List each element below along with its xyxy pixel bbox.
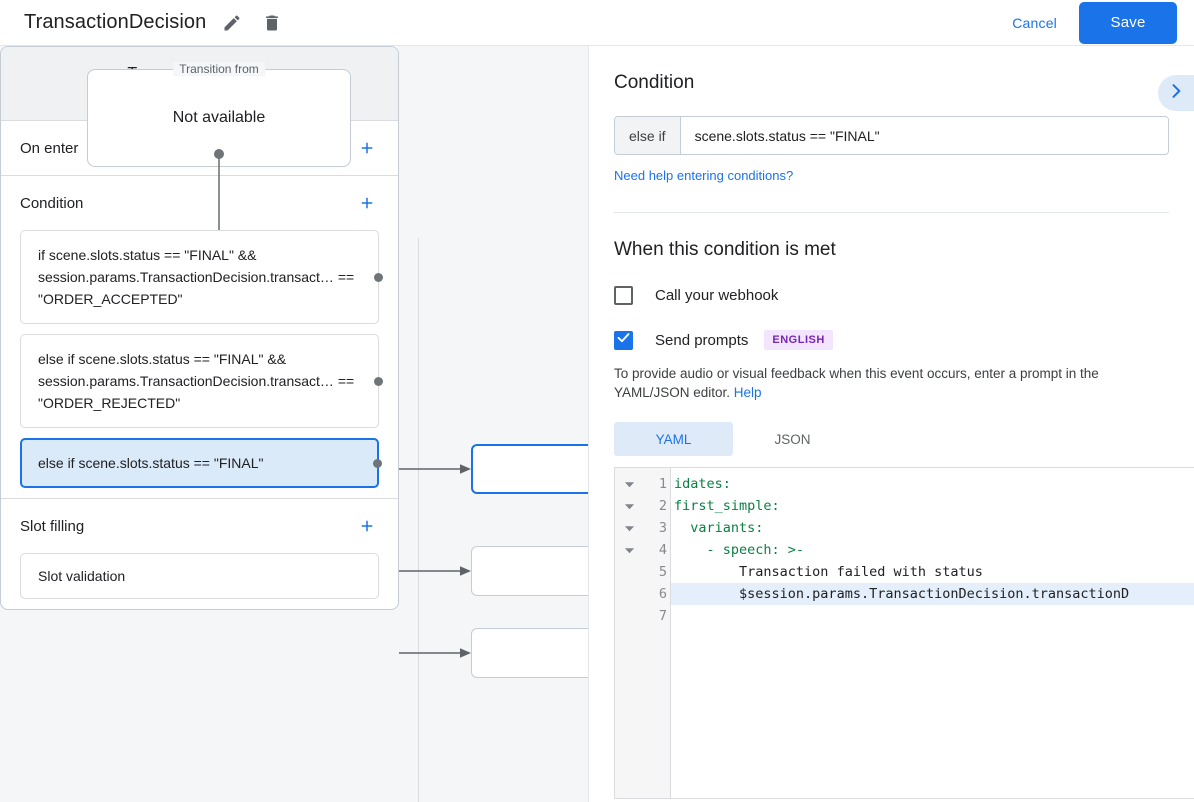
code-fold-toggle[interactable]	[615, 495, 643, 517]
tab-json[interactable]: JSON	[774, 431, 811, 447]
code-line[interactable]: Transaction failed with status	[739, 564, 983, 580]
condition-help-link[interactable]: Need help entering conditions?	[614, 168, 794, 183]
send-prompts-label: Send prompts	[655, 331, 749, 349]
condition-section: Condition else if Need help entering con…	[589, 46, 1194, 213]
when-condition-met-heading: When this condition is met	[614, 239, 836, 260]
connector-arrow-icon	[399, 464, 471, 474]
section-title-slot-filling: Slot filling	[20, 517, 85, 535]
section-title-condition: Condition	[20, 194, 84, 212]
trash-icon	[262, 13, 282, 33]
page-title: TransactionDecision	[24, 11, 207, 33]
plus-icon	[358, 194, 376, 212]
language-badge: ENGLISH	[764, 330, 833, 350]
condition-card-text: else if scene.slots.status == "FINAL" &&…	[38, 351, 355, 411]
code-fold-gutter	[615, 468, 643, 798]
webhook-row[interactable]: Call your webhook	[614, 286, 1169, 305]
tab-yaml[interactable]: YAML	[614, 422, 733, 456]
code-line[interactable]: first_simple:	[674, 498, 780, 514]
send-prompts-row[interactable]: Send prompts ENGLISH	[614, 330, 1169, 350]
section-header: Slot filling	[20, 499, 379, 553]
add-condition-button[interactable]	[355, 191, 379, 215]
code-line-number: 6	[658, 586, 667, 602]
section-header: On enter	[20, 121, 379, 175]
connector-arrow-icon	[399, 566, 471, 576]
transition-from-value: Not available	[172, 109, 266, 126]
code-line[interactable]: variants:	[690, 520, 764, 536]
plus-icon	[358, 139, 376, 157]
when-condition-met-section: When this condition is met Call your web…	[589, 213, 1194, 456]
details-panel: Condition else if Need help entering con…	[588, 46, 1194, 802]
code-fold-toggle[interactable]	[615, 517, 643, 539]
code-line-number: 4	[658, 542, 667, 558]
chevron-down-icon	[624, 481, 634, 487]
connector-bus-line	[418, 238, 419, 802]
condition-card[interactable]: else if scene.slots.status == "FINAL" &&…	[20, 334, 383, 428]
code-line-number: 7	[658, 608, 667, 624]
section-slot-filling: Slot filling Slot validation	[1, 499, 398, 599]
condition-expression-input[interactable]	[680, 117, 1168, 154]
expand-panel-button[interactable]	[1158, 75, 1194, 111]
code-line-number: 5	[658, 564, 667, 580]
code-line[interactable]	[671, 605, 1194, 627]
section-title-on-enter: On enter	[20, 139, 79, 157]
code-line[interactable]: idates:	[674, 476, 731, 492]
send-prompts-checkbox[interactable]	[614, 330, 633, 350]
cancel-button[interactable]: Cancel	[1000, 7, 1069, 39]
chevron-down-icon	[624, 503, 634, 509]
code-line[interactable]: $session.params.TransactionDecision.tran…	[671, 583, 1194, 605]
slot-validation-card[interactable]: Slot validation	[20, 553, 379, 599]
chevron-right-icon	[1166, 81, 1186, 106]
code-fold-toggle[interactable]	[615, 473, 643, 495]
flow-canvas: Transition from Not available Transactio…	[0, 46, 588, 802]
section-on-enter: On enter	[1, 121, 398, 176]
transition-from-legend: Transition from	[173, 62, 265, 76]
condition-card-text: else if scene.slots.status == "FINAL"	[38, 455, 264, 471]
prompt-help-link[interactable]: Help	[733, 385, 762, 400]
transition-target-card[interactable]	[471, 628, 588, 678]
call-webhook-checkbox[interactable]	[614, 286, 633, 305]
pencil-icon	[222, 13, 242, 33]
condition-output-port[interactable]	[374, 377, 383, 386]
chevron-down-icon	[624, 525, 634, 531]
connector-arrow-icon	[399, 648, 471, 658]
delete-button[interactable]	[258, 9, 286, 37]
code-fold-toggle[interactable]	[615, 539, 643, 561]
check-icon	[616, 330, 631, 350]
code-fold-spacer	[615, 561, 643, 583]
plus-icon	[358, 517, 376, 535]
save-button[interactable]: Save	[1079, 1, 1177, 44]
panel-divider	[614, 212, 1169, 213]
transition-to-card: TransactionDecision Scene On enter Condi…	[0, 46, 399, 610]
condition-output-port[interactable]	[373, 459, 382, 468]
code-fold-spacer	[615, 605, 643, 627]
condition-card[interactable]: if scene.slots.status == "FINAL" && sess…	[20, 230, 383, 324]
chevron-down-icon	[624, 547, 634, 553]
condition-output-port[interactable]	[374, 273, 383, 282]
transition-target-card[interactable]	[471, 546, 588, 596]
code-content[interactable]: idates: first_simple: variants: - speech:…	[671, 468, 1194, 798]
section-condition: Condition if scene.slots.status == "FINA…	[1, 176, 398, 499]
section-header: Condition	[20, 176, 379, 230]
editor-format-tabs: YAML JSON	[614, 422, 1169, 456]
condition-card-text: if scene.slots.status == "FINAL" && sess…	[38, 247, 355, 307]
yaml-code-editor[interactable]: 1 2 3 4 5 6 7 idates: first_simple: variants: -…	[614, 467, 1194, 799]
condition-prefix-label: else if	[615, 117, 681, 154]
code-line-number: 1	[658, 476, 667, 492]
code-fold-spacer	[615, 583, 643, 605]
add-slot-filling-button[interactable]	[355, 514, 379, 538]
condition-card-selected[interactable]: else if scene.slots.status == "FINAL"	[20, 438, 382, 488]
code-line-number: 2	[658, 498, 667, 514]
condition-expression-row: else if	[614, 116, 1169, 155]
edit-title-button[interactable]	[218, 9, 246, 37]
code-line[interactable]: - speech: >-	[706, 542, 805, 558]
prompt-help-text: To provide audio or visual feedback when…	[614, 364, 1169, 402]
code-line-number-gutter: 1 2 3 4 5 6 7	[643, 468, 671, 798]
condition-heading: Condition	[614, 72, 695, 93]
add-on-enter-button[interactable]	[355, 136, 379, 160]
transition-target-card-selected[interactable]	[471, 444, 588, 494]
code-line-number: 3	[658, 520, 667, 536]
call-webhook-label: Call your webhook	[655, 287, 779, 304]
top-bar: TransactionDecision Cancel Save	[0, 0, 1194, 46]
prompt-help-text-body: To provide audio or visual feedback when…	[614, 366, 1099, 400]
